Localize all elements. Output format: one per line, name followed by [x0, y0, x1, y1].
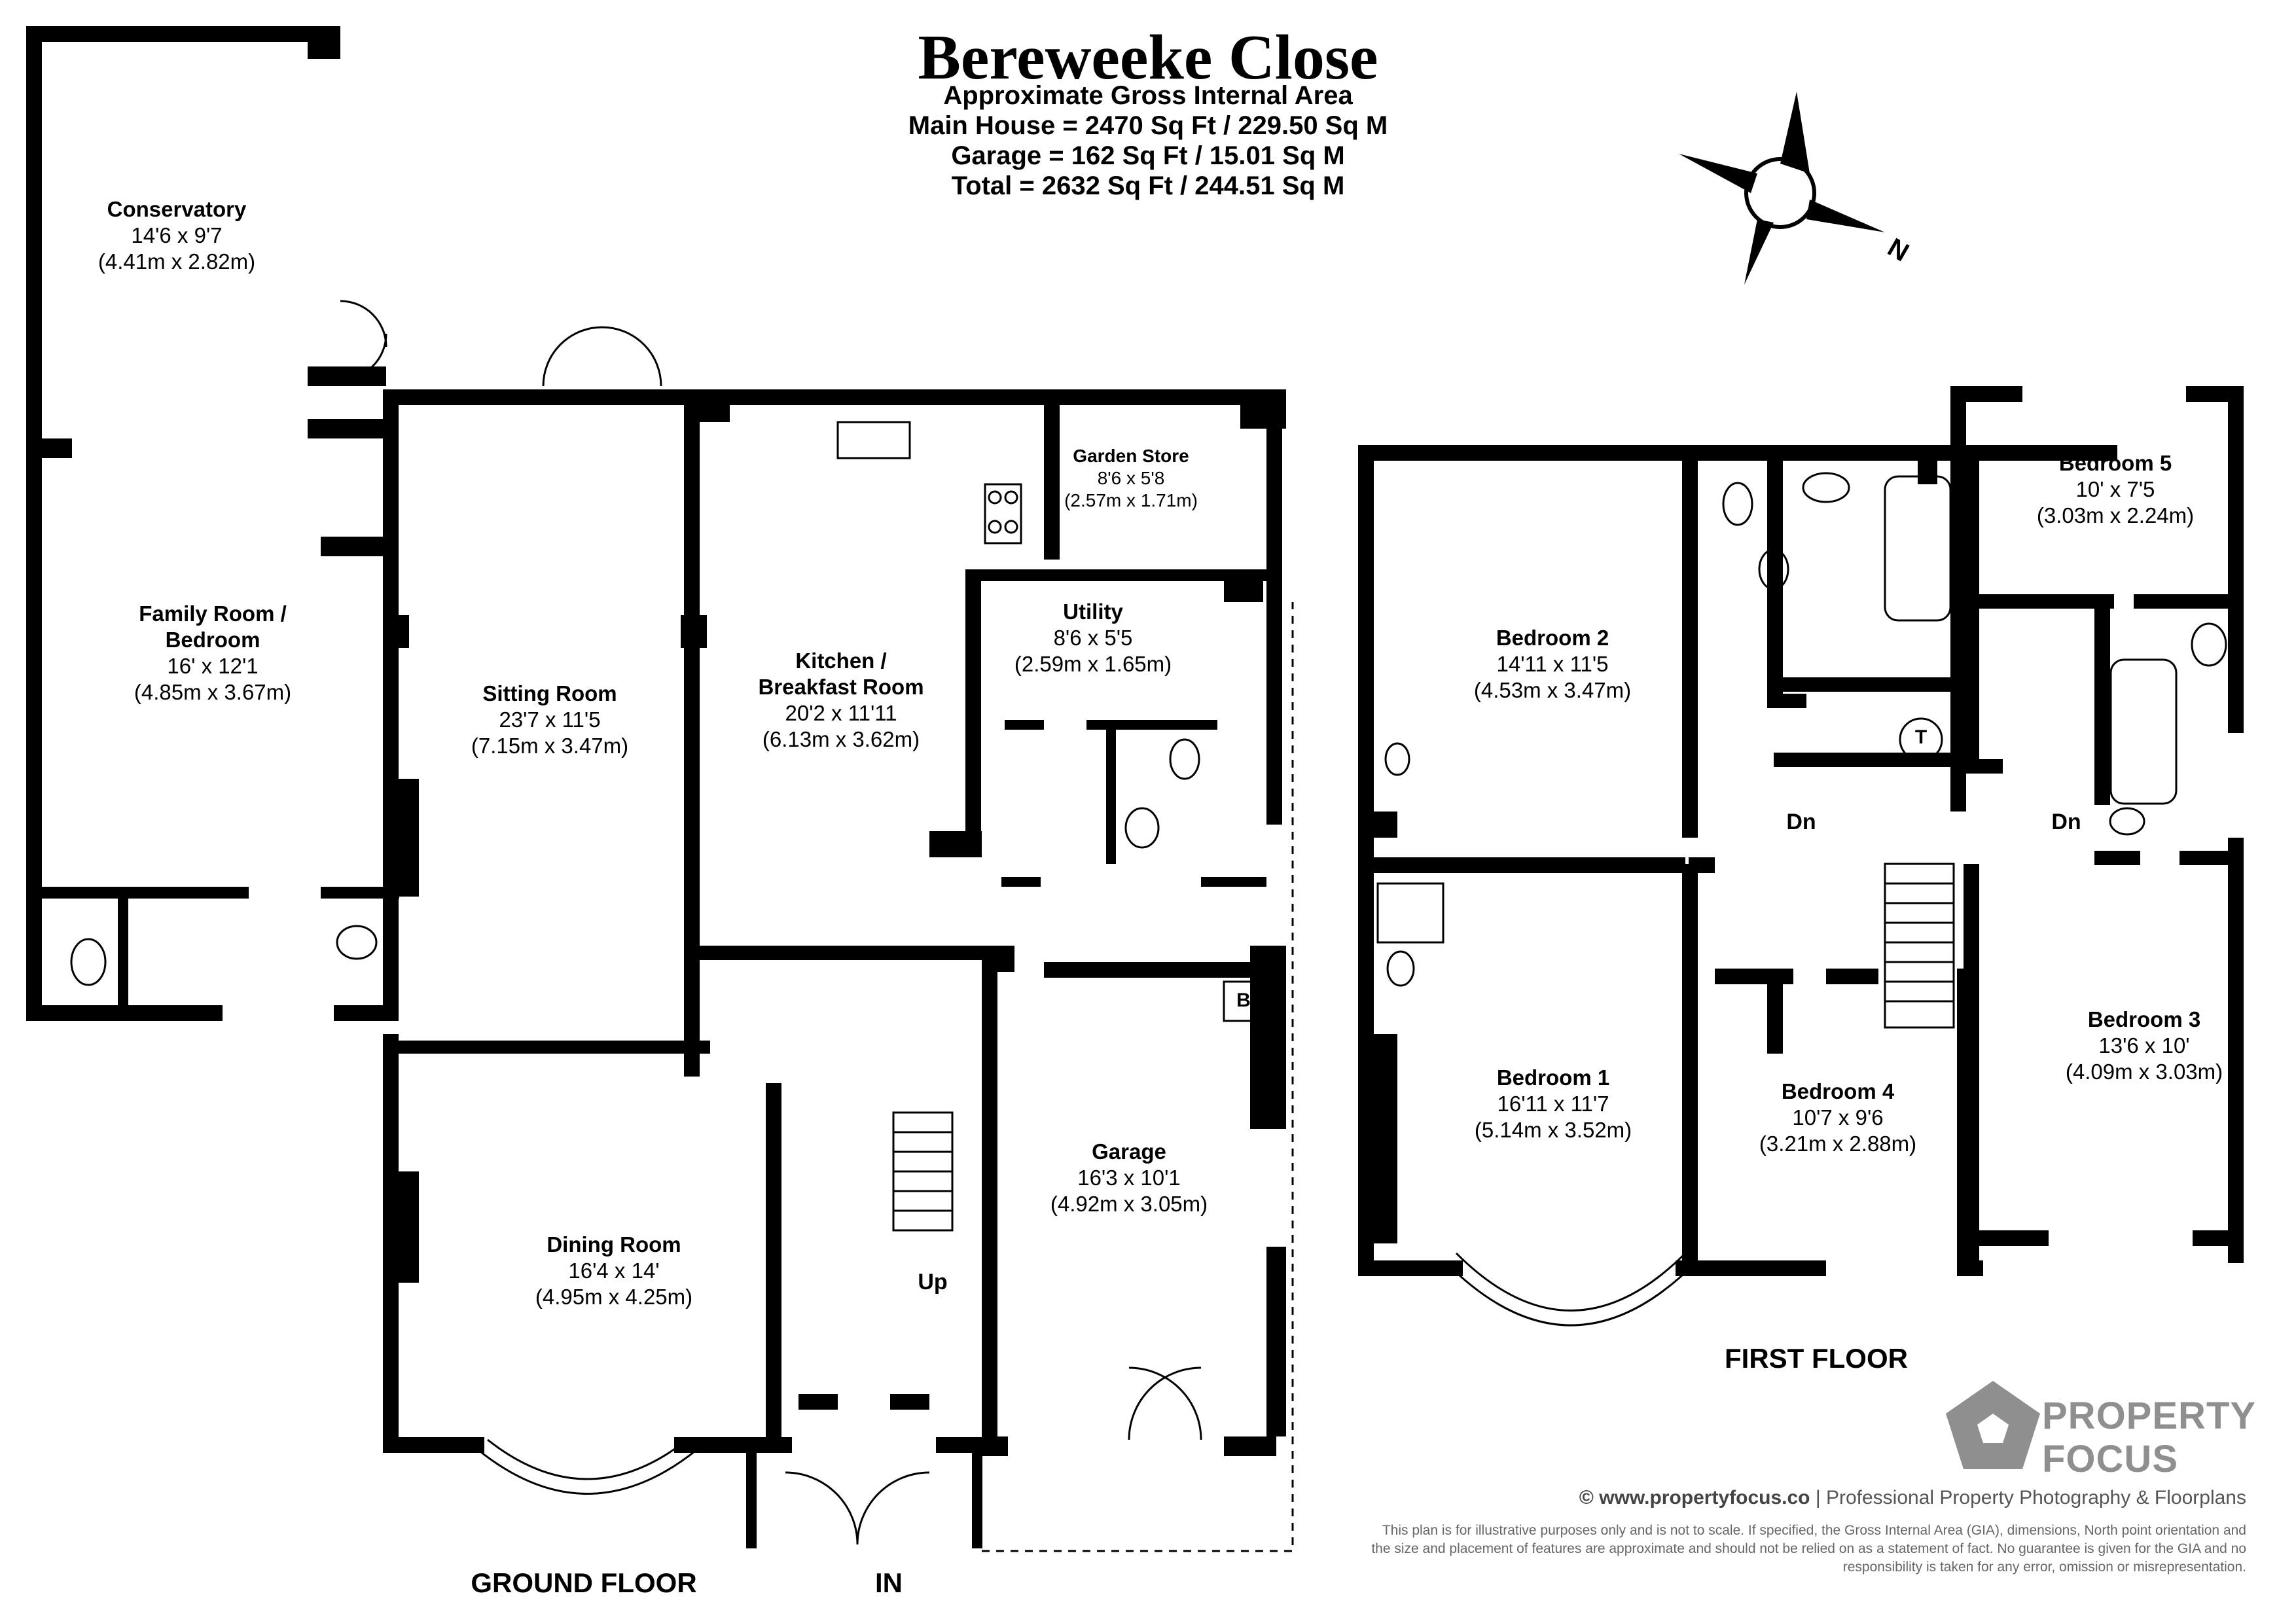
tank-label: T [1914, 726, 1928, 748]
credit-site-link[interactable]: © www.propertyfocus.co [1579, 1487, 1810, 1508]
room-garage: Garage 16'3 x 10'1 (4.92m x 3.05m) [1050, 1139, 1208, 1216]
room-conservatory: Conservatory 14'6 x 9'7 (4.41m x 2.82m) [98, 197, 256, 274]
compass-rose-icon [1679, 92, 1885, 285]
room-utility: Utility 8'6 x 5'5 (2.59m x 1.65m) [1014, 599, 1172, 676]
walls [26, 26, 2244, 1548]
room-bedroom-2: Bedroom 2 14'11 x 11'5 (4.53m x 3.47m) [1473, 626, 1632, 702]
stairs-down-right-label: Dn [2051, 810, 2081, 834]
stairs-up-label: Up [918, 1270, 948, 1294]
area-heading: Approximate Gross Internal Area [943, 81, 1353, 110]
fixtures [70, 300, 2227, 1552]
brand-line-2: FOCUS [2042, 1438, 2178, 1480]
entrance-label: IN [875, 1567, 903, 1598]
stairs-down-left-label: Dn [1786, 810, 1816, 834]
main-house-area: Main House = 2470 Sq Ft / 229.50 Sq M [908, 111, 1388, 140]
disclaimer-text: This plan is for illustrative purposes o… [1371, 1523, 2246, 1575]
credit-line: © www.propertyfocus.co | Professional Pr… [1579, 1487, 2246, 1509]
room-kitchen: Kitchen / Breakfast Room 20'2 x 11'11 (6… [758, 649, 924, 751]
garage-area: Garage = 162 Sq Ft / 15.01 Sq M [951, 141, 1345, 170]
ground-floor-label: GROUND FLOOR [471, 1567, 697, 1598]
total-area: Total = 2632 Sq Ft / 244.51 Sq M [951, 171, 1345, 200]
room-sitting-room: Sitting Room 23'7 x 11'5 (7.15m x 3.47m) [471, 681, 629, 758]
room-family-room: Family Room / Bedroom 16' x 12'1 (4.85m … [134, 601, 292, 704]
pentagon-logo-icon [1946, 1381, 2040, 1469]
credit-tagline: | Professional Property Photography & Fl… [1810, 1487, 2246, 1508]
room-bedroom-4: Bedroom 4 10'7 x 9'6 (3.21m x 2.88m) [1759, 1079, 1917, 1156]
page-title: Bereweeke Close [918, 22, 1378, 93]
room-bedroom-5: Bedroom 5 10' x 7'5 (3.03m x 2.24m) [2036, 451, 2195, 527]
room-bedroom-1: Bedroom 1 16'11 x 11'7 (5.14m x 3.52m) [1474, 1065, 1632, 1142]
room-dining-room: Dining Room 16'4 x 14' (4.95m x 4.25m) [535, 1232, 693, 1309]
room-bedroom-3: Bedroom 3 13'6 x 10' (4.09m x 3.03m) [2065, 1007, 2223, 1084]
brand-line-1: PROPERTY [2042, 1395, 2257, 1437]
boiler-label: B [1236, 990, 1251, 1011]
first-floor-label: FIRST FLOOR [1725, 1343, 1908, 1374]
room-garden-store: Garden Store 8'6 x 5'8 (2.57m x 1.71m) [1064, 446, 1198, 510]
